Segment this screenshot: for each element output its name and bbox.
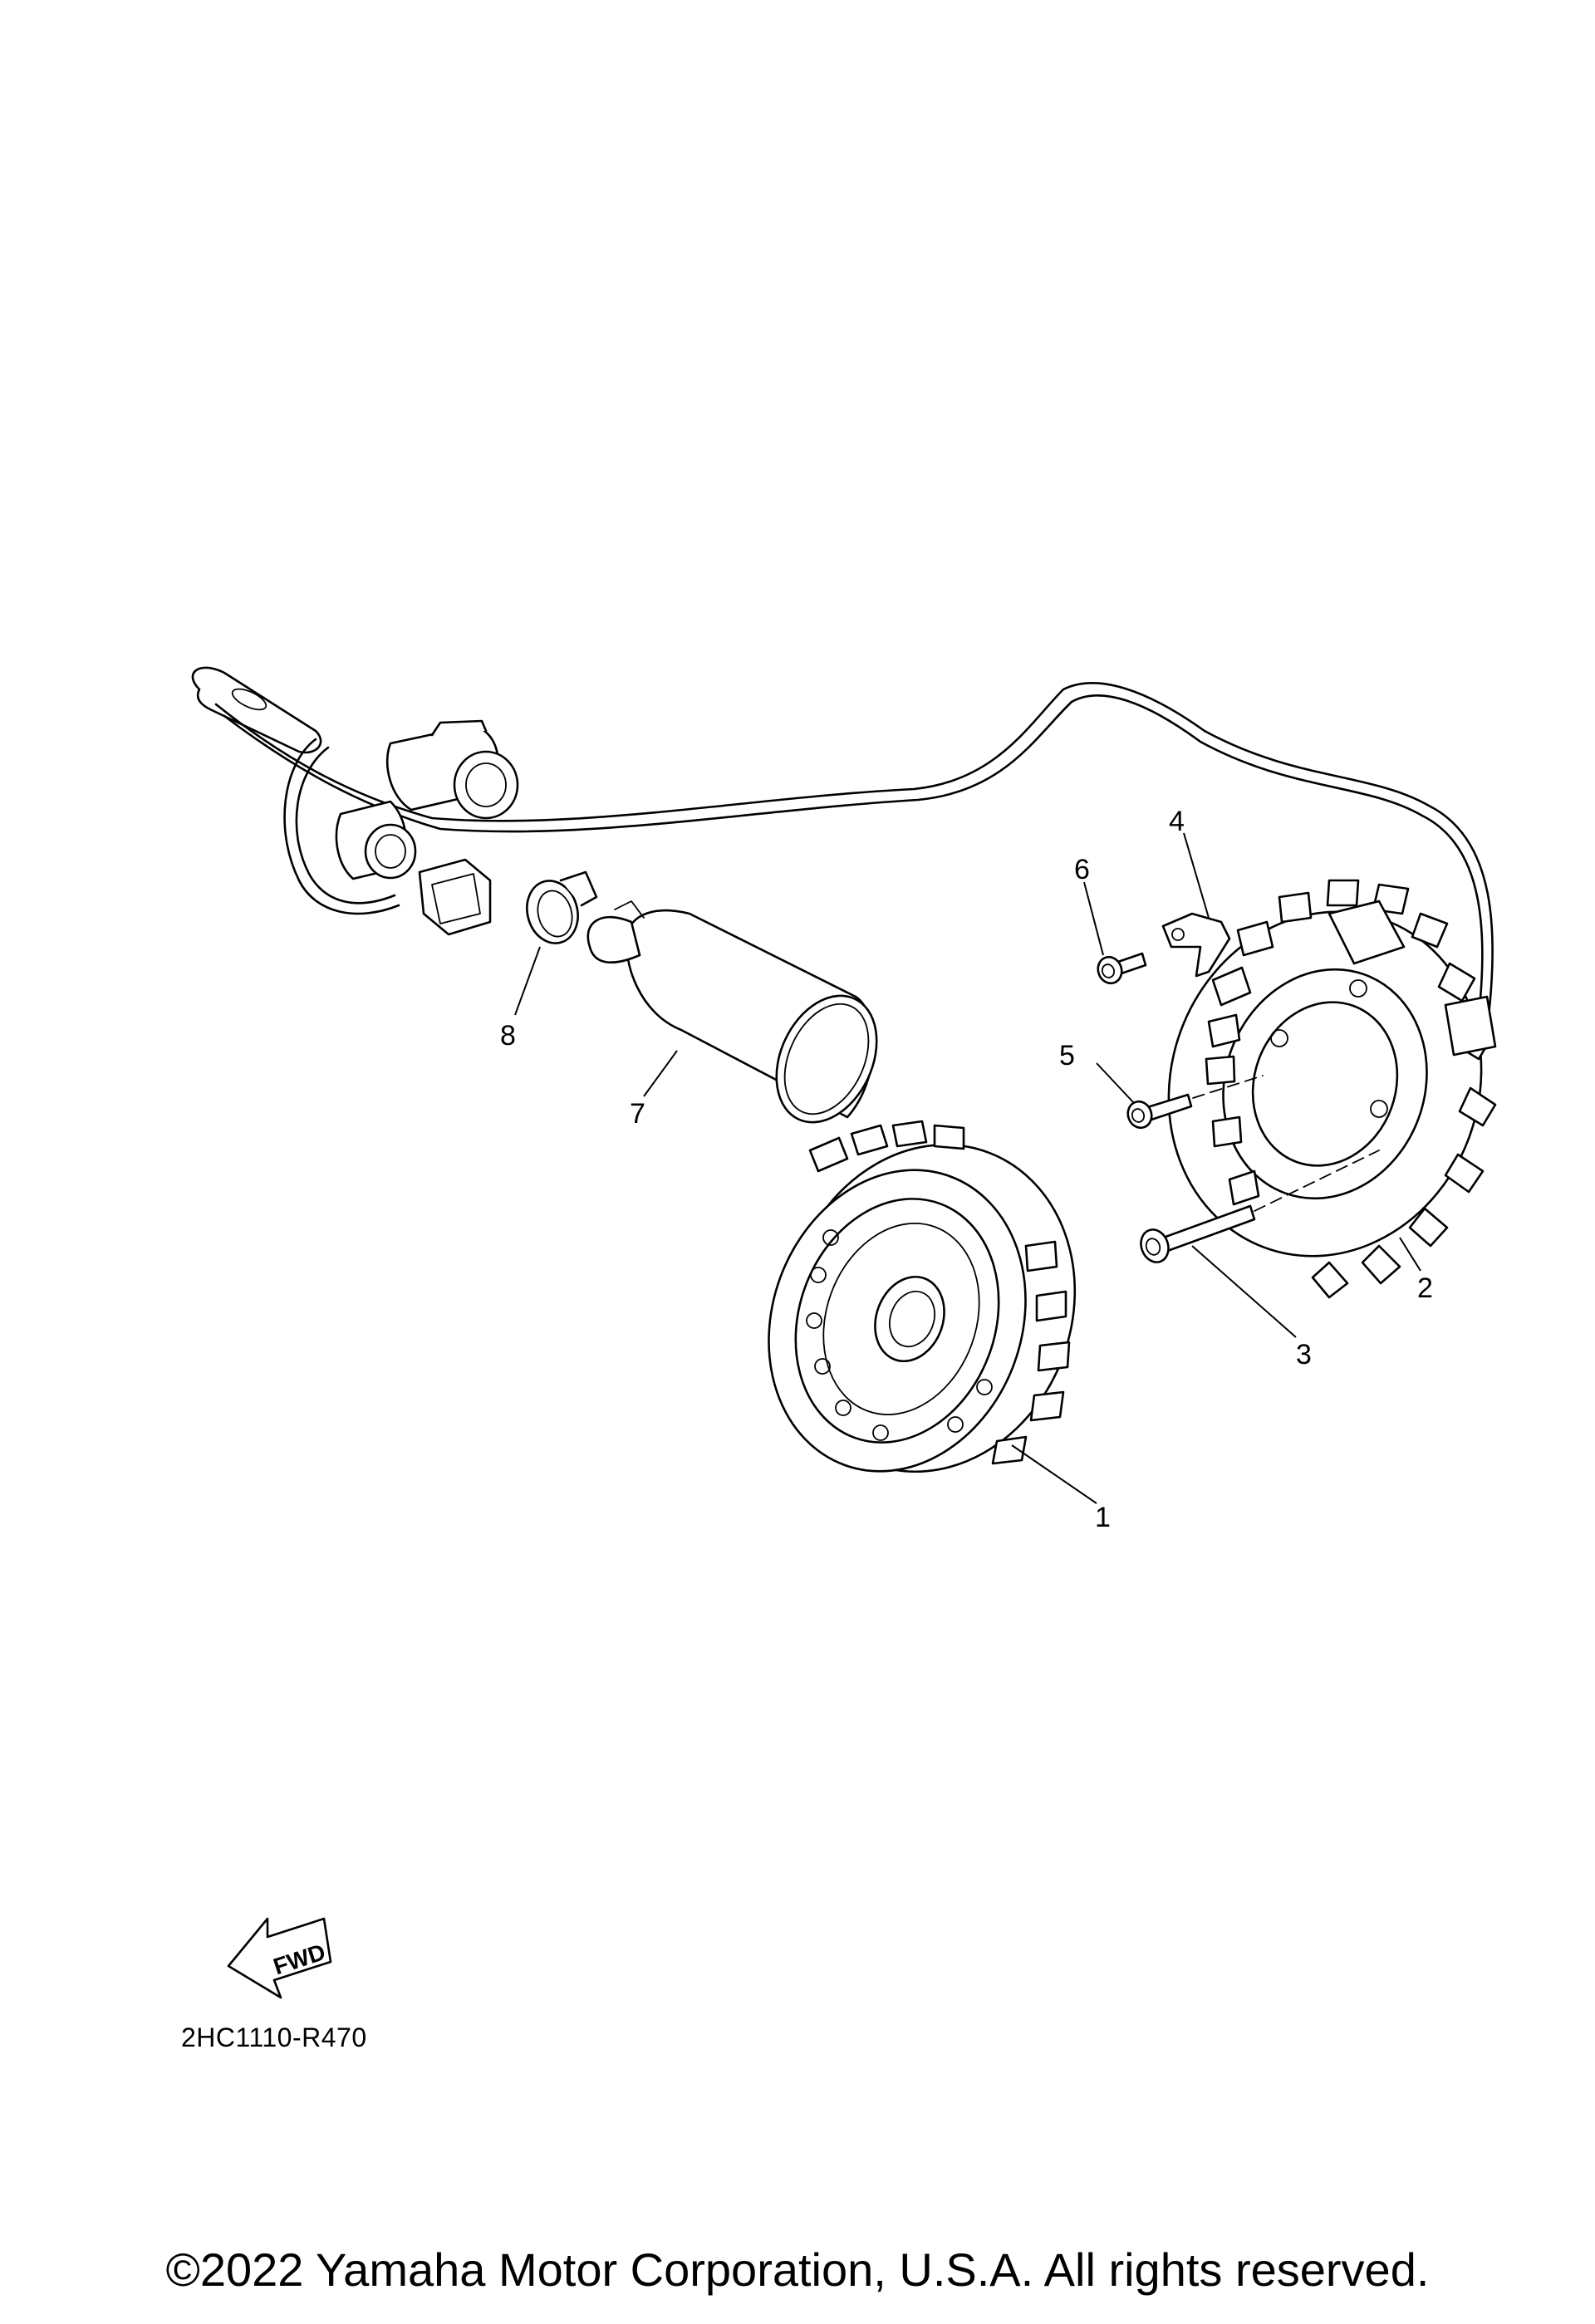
part-3-bolt <box>1140 1150 1380 1263</box>
part-1-rotor <box>768 1120 1077 1473</box>
leader-lines <box>514 832 1421 1504</box>
callout-2: 2 <box>1417 1272 1433 1304</box>
callout-5: 5 <box>1059 1040 1075 1071</box>
forward-arrow-icon: FWD <box>227 1917 332 1999</box>
part-8-clamp <box>526 870 598 944</box>
callout-4: 4 <box>1169 806 1185 837</box>
callout-6: 6 <box>1074 854 1090 885</box>
callout-3: 3 <box>1296 1339 1312 1370</box>
wire-harness <box>191 666 1494 1033</box>
part-4-bracket <box>1161 912 1231 978</box>
callout-8: 8 <box>500 1020 516 1052</box>
diagram-code: 2HC1110-R470 <box>181 2022 367 2052</box>
copyright-notice: ©2022 Yamaha Motor Corporation, U.S.A. A… <box>165 2243 1430 2296</box>
harness-connectors <box>335 719 519 936</box>
part-6-screw <box>1097 952 1147 985</box>
callout-7: 7 <box>630 1098 645 1130</box>
part-2-stator <box>1167 879 1497 1299</box>
part-7-cover <box>586 900 878 1124</box>
callout-1: 1 <box>1095 1502 1111 1533</box>
part-5-screw <box>1126 1075 1264 1130</box>
